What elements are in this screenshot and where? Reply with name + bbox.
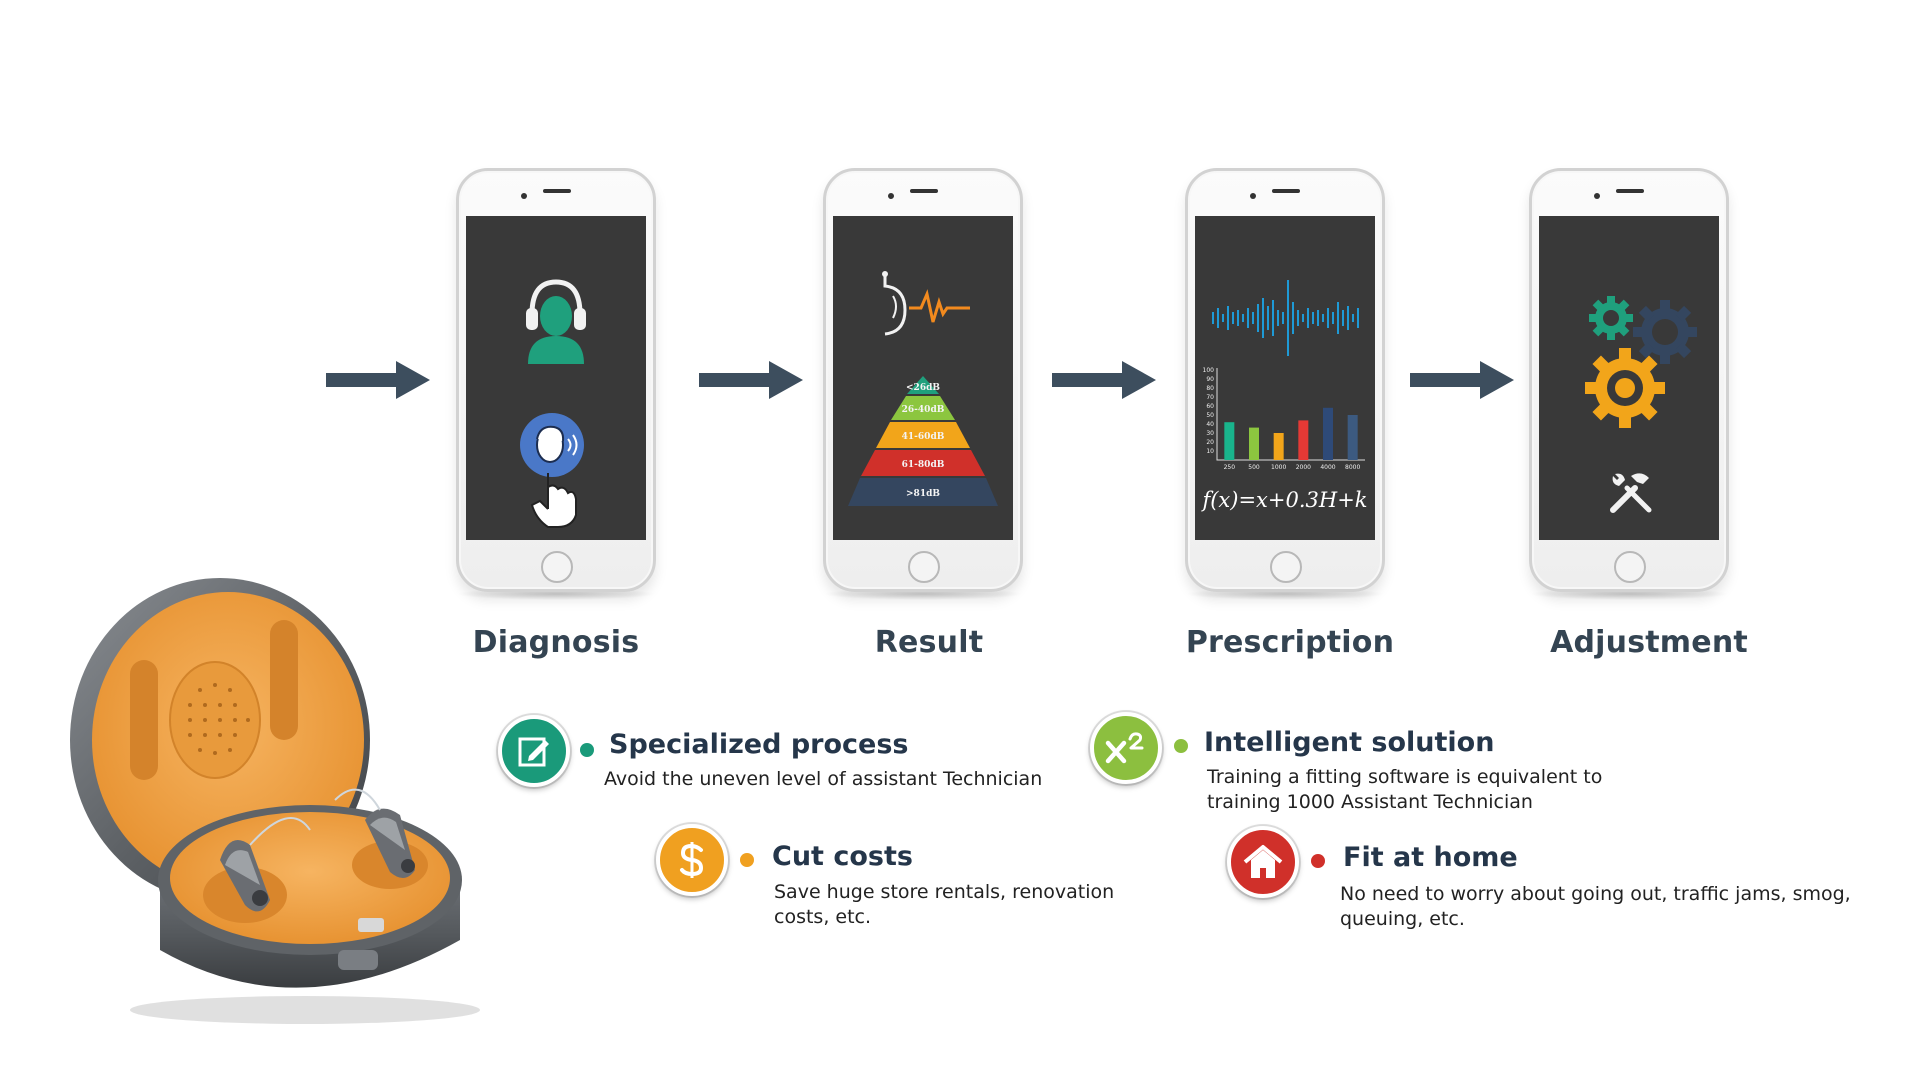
y-tick-label: 30 [1206, 430, 1214, 437]
x-tick-label: 500 [1248, 464, 1260, 471]
feature-desc-fit-at-home-line1: No need to worry about going out, traffi… [1340, 883, 1851, 905]
phone-home-button [1614, 551, 1646, 583]
step-label-result: Result [874, 625, 984, 660]
phone-camera [1594, 193, 1600, 199]
x-tick-label: 4000 [1320, 464, 1335, 471]
phone-camera [1250, 193, 1256, 199]
dollar-icon [680, 842, 704, 878]
bullet-dot [1311, 854, 1325, 868]
result-screen: <26dB 26-40dB 41-60dB 61-80dB >81dB [833, 216, 1013, 540]
feature-desc-specialized-process: Avoid the uneven level of assistant Tech… [604, 768, 1043, 790]
feature-desc-intelligent-solution-line1: Training a fitting software is equivalen… [1207, 766, 1603, 788]
frequency-bar-chart: 100 90 80 70 60 50 40 30 20 10 250 500 1000 2000 4000 8… [1203, 367, 1365, 471]
flow-arrow-2 [699, 361, 803, 399]
level-4-label: 61-80dB [902, 460, 945, 470]
adjustment-screen [1539, 216, 1719, 540]
home-icon [1243, 845, 1283, 878]
specialized-process-badge [498, 715, 570, 787]
level-3-label: 41-60dB [902, 432, 945, 442]
prescription-screen: 100 90 80 70 60 50 40 30 20 10 250 500 1000 2000 4000 8… [1195, 216, 1375, 540]
y-tick-label: 80 [1206, 385, 1214, 392]
edit-icon [518, 737, 549, 767]
bullet-dot [1174, 739, 1188, 753]
frequency-bar [1298, 420, 1309, 460]
phone-speaker [1616, 189, 1644, 193]
phone-adjustment [1529, 168, 1729, 592]
headphone-user-icon [526, 279, 586, 364]
intelligent-solution-badge [1090, 712, 1162, 784]
feature-title-intelligent-solution: Intelligent solution [1204, 727, 1495, 758]
ear-waveform-icon [882, 271, 970, 336]
phone-speaker [910, 189, 938, 193]
hearing-aid-case-image [60, 560, 500, 1030]
step-label-diagnosis: Diagnosis [472, 625, 640, 660]
fit-at-home-badge [1227, 826, 1299, 898]
step-label-prescription: Prescription [1185, 625, 1395, 660]
flow-arrow-3 [1052, 361, 1156, 399]
feature-desc-cut-costs-line1: Save huge store rentals, renovation [774, 881, 1115, 903]
phone-camera [888, 193, 894, 199]
feature-title-cut-costs: Cut costs [772, 841, 913, 872]
sound-wave-icon [1212, 280, 1359, 356]
y-tick-label: 10 [1206, 448, 1214, 455]
touch-hearing-icon [520, 413, 584, 528]
x-tick-label: 250 [1224, 464, 1236, 471]
y-tick-label: 40 [1206, 421, 1214, 428]
flow-arrow-1 [326, 361, 430, 399]
phone-result: <26dB 26-40dB 41-60dB 61-80dB >81dB [823, 168, 1023, 592]
y-tick-label: 20 [1206, 439, 1214, 446]
level-5-label: >81dB [906, 489, 940, 499]
frequency-bar [1323, 407, 1333, 460]
phone-speaker [1272, 189, 1300, 193]
x-squared-icon [1105, 732, 1144, 764]
bullet-dot [580, 743, 594, 757]
phone-home-button [1270, 551, 1302, 583]
phone-home-button [908, 551, 940, 583]
x-tick-label: 8000 [1345, 464, 1360, 471]
y-tick-label: 50 [1206, 412, 1214, 419]
frequency-bar [1347, 415, 1358, 460]
feature-title-specialized-process: Specialized process [609, 729, 909, 760]
hearing-level-pyramid: <26dB 26-40dB 41-60dB 61-80dB >81dB [848, 376, 998, 506]
y-tick-label: 70 [1206, 394, 1214, 401]
flow-arrow-4 [1410, 361, 1514, 399]
phone-prescription: 100 90 80 70 60 50 40 30 20 10 250 500 1000 2000 4000 8… [1185, 168, 1385, 592]
frequency-bar [1249, 427, 1259, 460]
phone-camera [521, 193, 527, 199]
x-tick-label: 2000 [1296, 464, 1311, 471]
level-1-label: <26dB [906, 383, 940, 393]
feature-desc-cut-costs-line2: costs, etc. [774, 906, 872, 928]
y-tick-label: 100 [1203, 367, 1215, 374]
gears-icon [1585, 296, 1697, 428]
tools-icon [1610, 473, 1652, 513]
chart-axis [1216, 368, 1365, 461]
frequency-bar [1273, 433, 1284, 460]
phone-diagnosis [456, 168, 656, 592]
frequency-bar [1224, 422, 1235, 460]
y-tick-label: 60 [1206, 403, 1214, 410]
y-tick-label: 90 [1206, 376, 1214, 383]
feature-desc-fit-at-home-line2: queuing, etc. [1340, 908, 1465, 930]
diagnosis-screen [466, 216, 646, 540]
phone-speaker [543, 189, 571, 193]
step-label-adjustment: Adjustment [1550, 625, 1748, 660]
cut-costs-badge [656, 824, 728, 896]
feature-desc-intelligent-solution-line2: training 1000 Assistant Technician [1207, 791, 1533, 813]
level-2-label: 26-40dB [902, 405, 945, 415]
prescription-formula: f(x)=x+0.3H+k [1202, 488, 1368, 512]
bullet-dot [740, 853, 754, 867]
feature-title-fit-at-home: Fit at home [1343, 842, 1518, 873]
phone-home-button [541, 551, 573, 583]
x-tick-label: 1000 [1271, 464, 1286, 471]
